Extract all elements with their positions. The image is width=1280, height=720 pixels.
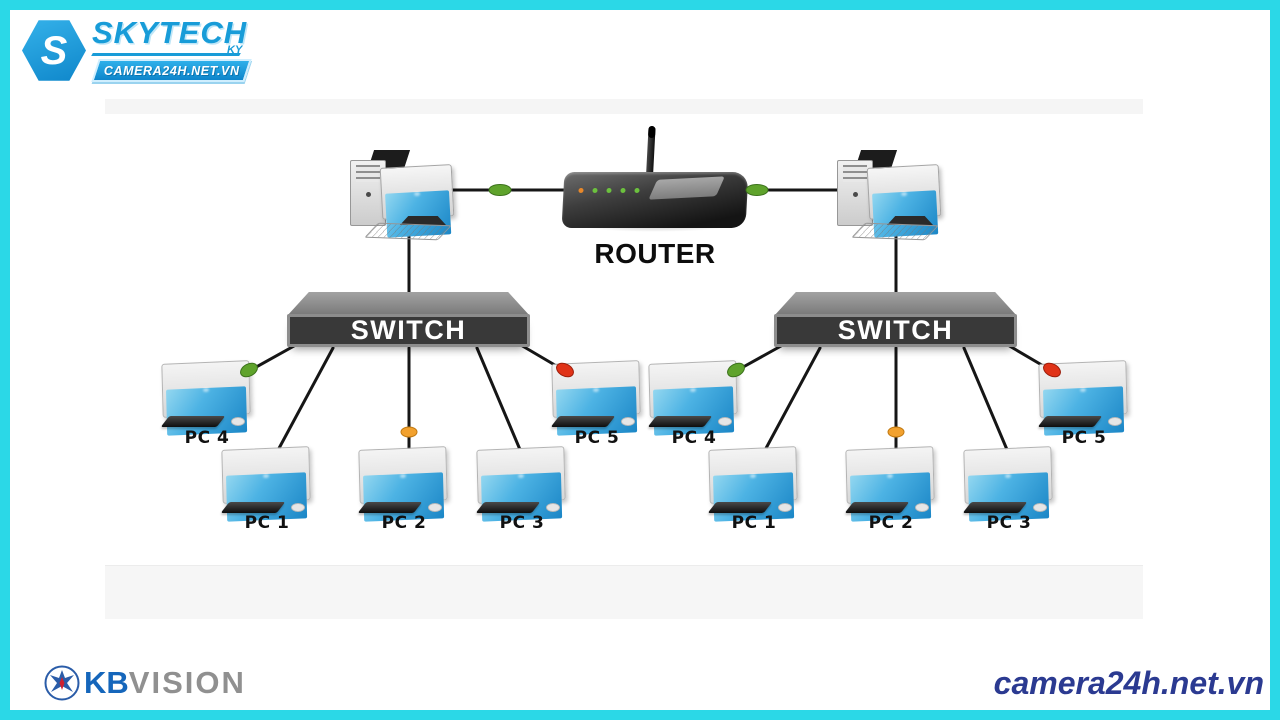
tower-front [837,160,873,226]
monitor-base [400,216,446,225]
pc-label-left-4: PC 4 [184,428,230,448]
kbvision-vision-text: VISION [128,665,246,700]
pc-mouse [231,417,245,426]
kbvision-kb-text: KB [84,665,129,700]
switch-front-face: SWITCH [287,314,530,347]
link-switch-right-pc1 [762,346,822,454]
skytech-ky-text: KY [227,44,243,56]
tower-drive-slots [356,165,380,182]
pc-label-right-4: PC 4 [671,428,717,448]
pc-mouse [1033,503,1047,512]
router-label: ROUTER [594,238,716,269]
pc-icon-right-5 [1034,360,1134,436]
connector-dot-red [1043,362,1061,378]
connector-dot-green [488,184,512,196]
pc-icon-right-3 [959,446,1059,522]
tower-drive-slots [843,165,867,182]
switch-right-icon: SWITCH [774,292,1017,347]
pc-label-left-2: PC 2 [381,513,427,533]
pc-label-left-5: PC 5 [574,428,620,448]
workstation-right-icon [835,150,950,241]
skytech-banner-text: CAMERA24H.NET.VN [103,63,240,78]
skytech-logo-text: SKYTECH [92,15,248,50]
link-switch-left-pc1 [275,346,335,454]
skytech-underline [91,53,241,56]
pc-icon-right-2 [841,446,941,522]
connector-dot-green [240,362,258,378]
pc-mouse [915,503,929,512]
tower-power-button [852,192,858,197]
monitor-base [887,216,933,225]
link-switch-left-pc3 [475,346,523,454]
kbvision-logo: KB VISION [44,662,246,704]
pc-label-right-5: PC 5 [1061,428,1107,448]
pc-icon-left-5 [547,360,647,436]
switch-front-face: SWITCH [774,314,1017,347]
watermark-url: camera24h.net.vn [993,665,1264,701]
kbvision-eagle-icon [44,665,80,701]
pc-label-left-1: PC 1 [244,513,290,533]
pc-label-right-2: PC 2 [868,513,914,533]
switch-top-face [287,292,530,316]
pc-icon-left-2 [354,446,454,522]
link-switch-right-pc3 [962,346,1010,454]
pc-icon-right-1 [704,446,804,522]
skytech-s-glyph: S [40,28,68,73]
pc-label-left-3: PC 3 [499,513,545,533]
connector-dot-green [727,362,745,378]
diagram-panel-bottom-strip [105,565,1143,619]
pc-label-right-3: PC 3 [986,513,1032,533]
pc-icon-left-4 [157,360,257,436]
pc-label-right-1: PC 1 [731,513,777,533]
pc-mouse [778,503,792,512]
pc-mouse [1108,417,1122,426]
connector-dot-red [556,362,574,378]
pc-icon-left-1 [217,446,317,522]
diagram-panel-top-strip [105,99,1143,114]
pc-mouse [428,503,442,512]
switch-top-face [774,292,1017,316]
switch-label: SWITCH [837,315,954,345]
pc-mouse [291,503,305,512]
router-icon [561,122,749,234]
pc-mouse [546,503,560,512]
pc-icon-left-3 [472,446,572,522]
switch-left-icon: SWITCH [287,292,530,347]
connector-dot-orange [887,426,905,438]
workstation-left-icon [348,150,463,241]
switch-label: SWITCH [350,315,467,345]
connector-dot-orange [400,426,418,438]
skytech-banner: CAMERA24H.NET.VN [91,59,252,82]
connector-dot-green [745,184,769,196]
pc-mouse [718,417,732,426]
pc-mouse [621,417,635,426]
pc-icon-right-4 [644,360,744,436]
tower-power-button [365,192,371,197]
